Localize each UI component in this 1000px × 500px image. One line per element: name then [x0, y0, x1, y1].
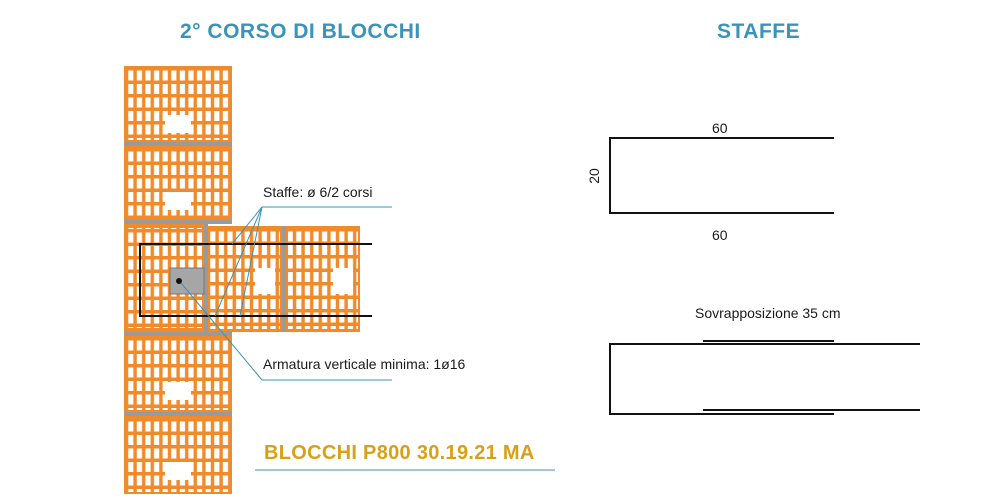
block-1-cavity — [165, 115, 191, 133]
row-block-1-cavity — [255, 268, 275, 294]
block-4-cavity — [165, 462, 191, 480]
left-title: 2° CORSO DI BLOCCHI — [180, 20, 421, 43]
staffe-annotation: Staffe: ø 6/2 corsi — [263, 184, 373, 200]
mortar-joint — [124, 142, 232, 146]
stirrup-in-plan — [139, 243, 372, 317]
mortar-joint — [124, 332, 232, 336]
right-title: STAFFE — [717, 20, 801, 43]
stirrup-detail-bottom — [609, 343, 920, 415]
row-block-2-cavity — [333, 268, 353, 294]
block-2-cavity — [165, 192, 191, 210]
dimension-top-length: 60 — [712, 120, 728, 136]
mortar-joint — [282, 226, 286, 332]
stirrup-detail-top — [609, 137, 834, 214]
vertical-rebar-dot — [176, 278, 182, 284]
block-4-holes — [126, 418, 230, 492]
armatura-annotation: Armatura verticale minima: 1ø16 — [263, 356, 466, 372]
mortar-joint — [124, 412, 232, 416]
mortar-joint — [124, 220, 232, 224]
block-type-label: BLOCCHI P800 30.19.21 MA — [264, 442, 535, 464]
dimension-height: 20 — [585, 168, 602, 184]
mortar-joint — [204, 224, 208, 332]
leader-lines — [180, 206, 555, 471]
dimension-bottom-length: 60 — [712, 227, 728, 243]
block-3-cavity — [165, 382, 191, 400]
overlap-label: Sovrapposizione 35 cm — [695, 305, 841, 321]
